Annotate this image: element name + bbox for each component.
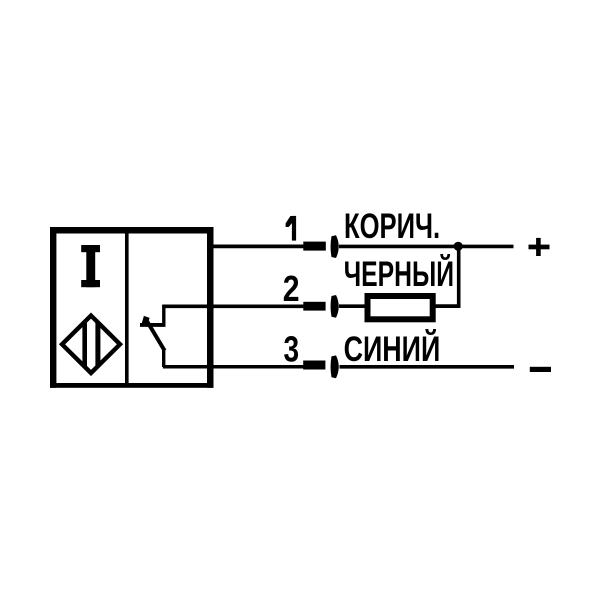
svg-text:2: 2 — [283, 270, 300, 310]
svg-text:КОРИЧ.: КОРИЧ. — [344, 207, 440, 246]
svg-text:СИНИЙ: СИНИЙ — [344, 328, 441, 368]
svg-text:ЧЕРНЫЙ: ЧЕРНЫЙ — [344, 255, 454, 294]
svg-text:3: 3 — [284, 329, 300, 369]
